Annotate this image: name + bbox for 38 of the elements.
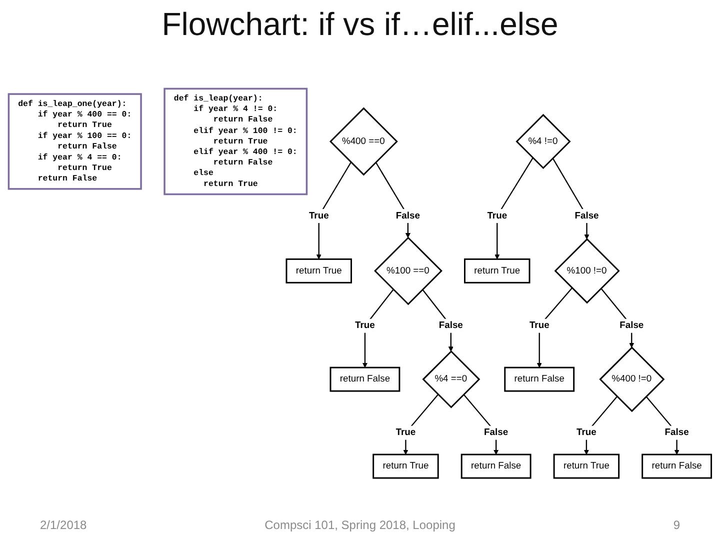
node-box: return True: [553, 453, 620, 478]
arrow: [403, 394, 439, 454]
arrow: [362, 288, 394, 368]
edge-label: False: [620, 320, 644, 330]
arrow: [536, 287, 572, 368]
edge-label: False: [574, 210, 599, 220]
node-box: return False: [330, 366, 400, 392]
node-diamond: %100 !=0: [554, 238, 620, 304]
node-box: return True: [464, 258, 530, 284]
footer-text: 2/1/2018: [40, 518, 87, 532]
edge-label: False: [664, 427, 689, 438]
node-box: def is_leap_one(year): if year % 400 == 0: return True if year % 100 == 0: return False if year % 4 == 0: return True return False: [8, 92, 142, 190]
edge-label: False: [484, 427, 508, 438]
edge-label: True: [355, 320, 375, 330]
edge-label: False: [438, 320, 463, 330]
node-box: return True: [286, 258, 352, 284]
node-diamond: %4 ==0: [422, 350, 480, 408]
node-diamond: %400 ==0: [329, 106, 398, 176]
edge-label: True: [529, 320, 550, 330]
node-diamond: %400 !=0: [599, 346, 665, 412]
footer-text: Compsci 101, Spring 2018, Looping: [264, 518, 456, 532]
footer-text: 9: [673, 518, 680, 532]
node-box: return False: [642, 453, 712, 478]
arrow: [494, 157, 534, 260]
node-diamond: %100 ==0: [374, 236, 442, 305]
node-box: return False: [460, 453, 532, 478]
node-box: def is_leap(year): if year % 4 != 0: return False elif year % 100 != 0: return True elif year % 400 != 0: return False else return True: [164, 87, 308, 195]
node-box: return False: [504, 366, 575, 392]
arrow: [584, 396, 618, 454]
edge-label: True: [576, 427, 596, 438]
edge-label: True: [308, 210, 329, 220]
node-box: return True: [372, 453, 439, 478]
slide-title: Flowchart: if vs if…elif...else: [162, 6, 558, 43]
edge-label: True: [396, 427, 416, 438]
node-diamond: %4 !=0: [516, 114, 571, 169]
edge-label: False: [396, 210, 420, 220]
arrow: [316, 162, 352, 260]
edge-label: True: [487, 210, 508, 220]
